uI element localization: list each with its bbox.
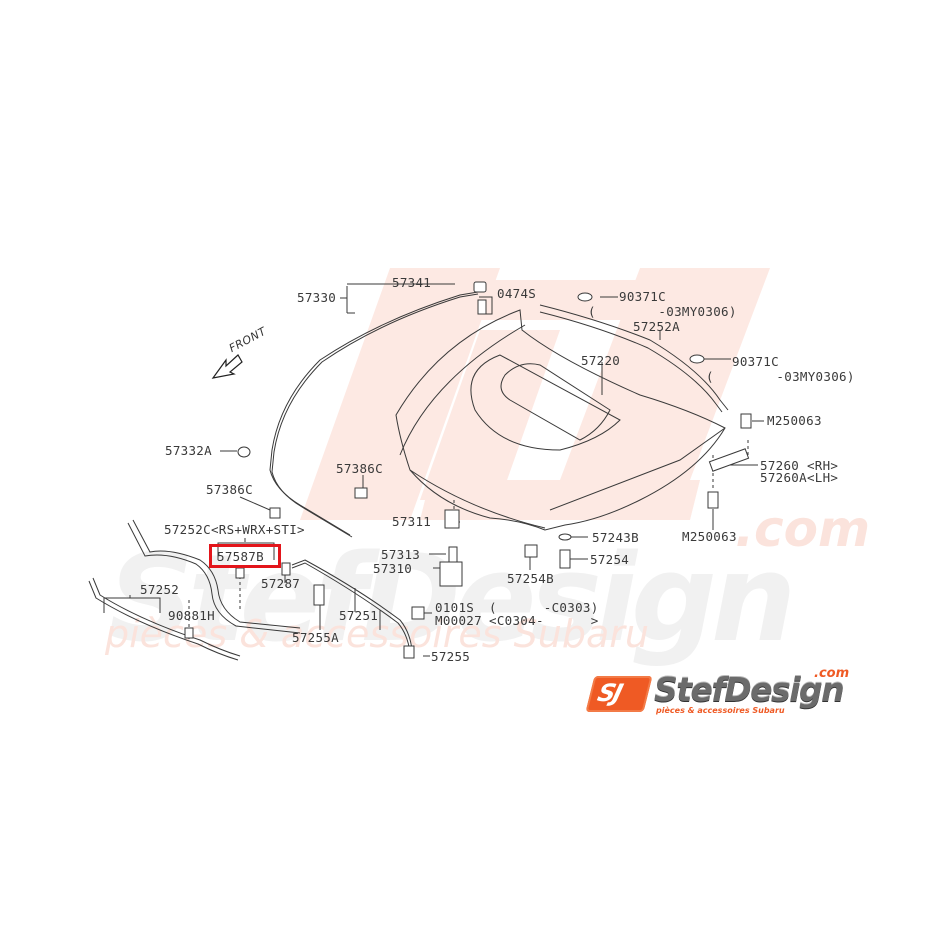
stefdesign-logo: SJ StefDesign .com pièces & accessoires … (585, 666, 850, 718)
part-note-90371C-top: ( -03MY0306) (588, 304, 737, 319)
part-label-0101S[interactable]: 0101S (435, 600, 475, 615)
part-label-M00027[interactable]: M00027 (435, 613, 482, 628)
part-label-57220[interactable]: 57220 (581, 353, 621, 368)
watermark-tagline: pièces & accessoires Subaru (105, 612, 649, 656)
part-label-57254[interactable]: 57254 (590, 552, 630, 567)
part-label-90371C-top[interactable]: 90371C (619, 289, 666, 304)
part-label-M250063-bottom[interactable]: M250063 (682, 529, 737, 544)
part-label-57251[interactable]: 57251 (339, 608, 379, 623)
part-label-90881H[interactable]: 90881H (168, 608, 215, 623)
part-note-M00027: <C0304- > (489, 613, 599, 628)
part-label-57313[interactable]: 57313 (381, 547, 421, 562)
logo-tagline: pièces & accessoires Subaru (656, 706, 785, 715)
logo-name: StefDesign (654, 670, 845, 709)
part-label-0474S[interactable]: 0474S (497, 286, 537, 301)
logo-dotcom: .com (814, 666, 850, 681)
part-label-57330[interactable]: 57330 (297, 290, 337, 305)
part-note-0101S: ( -C0303) (489, 600, 599, 615)
part-label-57310[interactable]: 57310 (373, 561, 413, 576)
part-label-57341[interactable]: 57341 (392, 275, 432, 290)
part-label-57311[interactable]: 57311 (392, 514, 432, 529)
part-label-90371C-mid[interactable]: 90371C (732, 354, 779, 369)
part-label-57587B[interactable]: 57587B (217, 549, 264, 564)
logo-badge-icon: SJ (585, 676, 653, 712)
part-label-57260-rh[interactable]: 57260 <RH> (760, 458, 839, 473)
part-label-57243B[interactable]: 57243B (592, 530, 639, 545)
part-label-57260A-lh[interactable]: 57260A<LH> (760, 470, 839, 485)
part-note-90371C-mid: ( -03MY0306) (706, 369, 855, 384)
part-label-M250063-top[interactable]: M250063 (767, 413, 822, 428)
part-label-57287[interactable]: 57287 (261, 576, 301, 591)
part-label-57386C-right[interactable]: 57386C (336, 461, 383, 476)
part-label-57332A[interactable]: 57332A (165, 443, 212, 458)
part-label-57254B[interactable]: 57254B (507, 571, 554, 586)
watermark-dotcom: .com (735, 500, 871, 558)
part-label-57252C[interactable]: 57252C<RS+WRX+STI> (164, 522, 305, 537)
part-label-57255A[interactable]: 57255A (292, 630, 339, 645)
highlight-box-57587B (209, 544, 281, 568)
part-label-57255[interactable]: 57255 (431, 649, 471, 664)
part-label-57252[interactable]: 57252 (140, 582, 180, 597)
part-label-57252A[interactable]: 57252A (633, 319, 680, 334)
part-label-57386C-left[interactable]: 57386C (206, 482, 253, 497)
